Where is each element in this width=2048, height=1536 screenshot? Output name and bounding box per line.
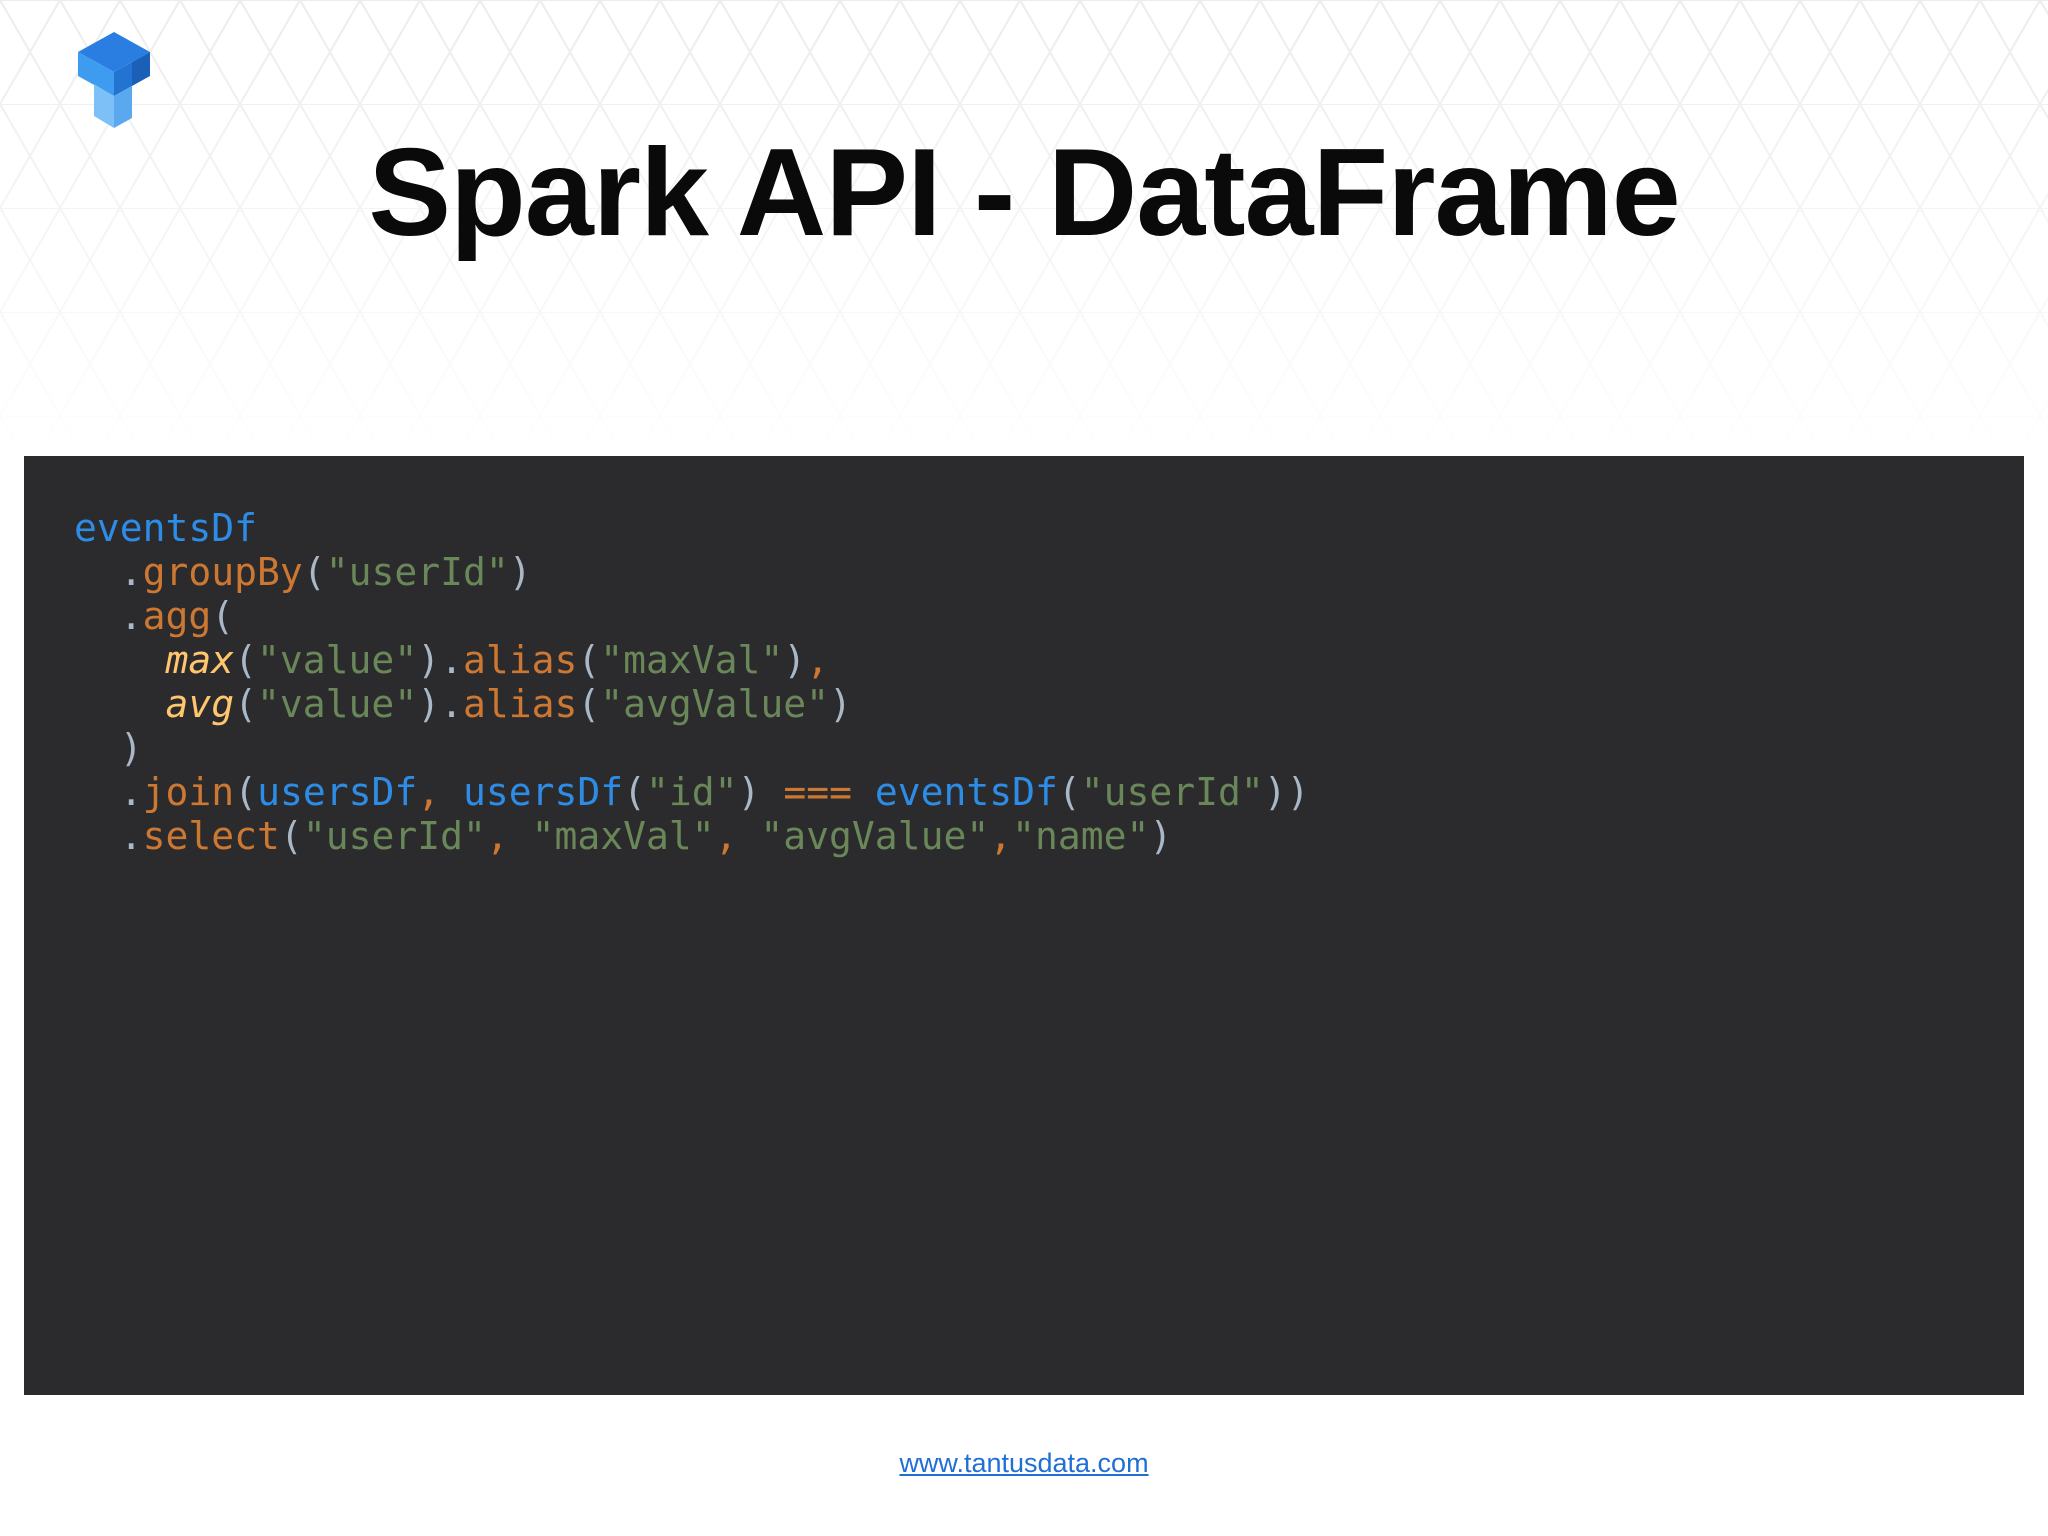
code-token [74, 770, 120, 814]
code-token: . [119, 770, 143, 814]
code-token: "value" [257, 682, 418, 726]
code-token: select [142, 814, 280, 858]
code-token: , [417, 770, 463, 814]
code-line: ) [74, 726, 1310, 770]
code-token: ) [508, 550, 532, 594]
code-token: ). [417, 682, 463, 726]
code-block: eventsDf .groupBy("userId") .agg( max("v… [74, 506, 1310, 858]
code-token [852, 770, 875, 814]
code-panel: eventsDf .groupBy("userId") .agg( max("v… [24, 456, 2024, 1395]
code-token: "avgValue" [600, 682, 830, 726]
code-token: ( [623, 770, 647, 814]
code-token: . [119, 814, 143, 858]
code-token: ( [577, 638, 601, 682]
code-token: usersDf [257, 770, 418, 814]
code-token [74, 638, 166, 682]
code-token: "id" [646, 770, 738, 814]
code-token: , [485, 814, 532, 858]
code-token: ) [737, 770, 784, 814]
tantusdata-cube-logo-icon [78, 32, 150, 128]
code-token: . [119, 594, 143, 638]
website-link[interactable]: www.tantusdata.com [899, 1448, 1149, 1478]
code-token [74, 682, 166, 726]
code-token: "maxVal" [600, 638, 784, 682]
code-token: "value" [257, 638, 418, 682]
slide-title: Spark API - DataFrame [368, 124, 1680, 262]
code-token: eventsDf [74, 506, 258, 550]
code-token: max [165, 638, 235, 682]
code-line: .agg( [74, 594, 1310, 638]
code-token: , [714, 814, 761, 858]
code-token: usersDf [462, 770, 624, 814]
code-token: eventsDf [874, 770, 1058, 814]
code-token: ) [783, 638, 807, 682]
code-token: "userId" [325, 550, 509, 594]
code-line: max("value").alias("maxVal"), [74, 638, 1310, 682]
code-token [74, 594, 120, 638]
code-token: agg [142, 594, 212, 638]
code-line: avg("value").alias("avgValue") [74, 682, 1310, 726]
code-token: ( [211, 594, 235, 638]
code-token: ( [1057, 770, 1081, 814]
code-token: "name" [1012, 814, 1150, 858]
code-token: ( [234, 682, 258, 726]
code-token: groupBy [142, 550, 303, 594]
code-token [74, 550, 120, 594]
code-token: ( [302, 550, 326, 594]
code-line: eventsDf [74, 506, 1310, 550]
code-token: )) [1263, 770, 1310, 814]
code-token: , [806, 638, 830, 682]
code-token: avg [165, 682, 235, 726]
code-token: ( [577, 682, 601, 726]
code-token: ( [279, 814, 303, 858]
code-token: ) [829, 682, 852, 726]
code-token: alias [462, 638, 578, 682]
code-token: ( [234, 638, 258, 682]
code-token: ( [234, 770, 258, 814]
code-token: === [783, 770, 852, 814]
code-token: join [142, 770, 235, 814]
code-token: ). [417, 638, 463, 682]
code-token [74, 726, 120, 770]
code-token: "avgValue" [760, 814, 990, 858]
code-token [74, 814, 120, 858]
code-token: ) [119, 726, 143, 770]
code-token: ) [1149, 814, 1173, 858]
code-token: "userId" [1080, 770, 1264, 814]
code-token: . [119, 550, 143, 594]
code-line: .groupBy("userId") [74, 550, 1310, 594]
code-line: .join(usersDf, usersDf("id") === eventsD… [74, 770, 1310, 814]
code-line: .select("userId", "maxVal", "avgValue","… [74, 814, 1310, 858]
code-token: alias [462, 682, 578, 726]
code-token: "userId" [302, 814, 486, 858]
code-token: "maxVal" [531, 814, 715, 858]
code-token: , [989, 814, 1013, 858]
